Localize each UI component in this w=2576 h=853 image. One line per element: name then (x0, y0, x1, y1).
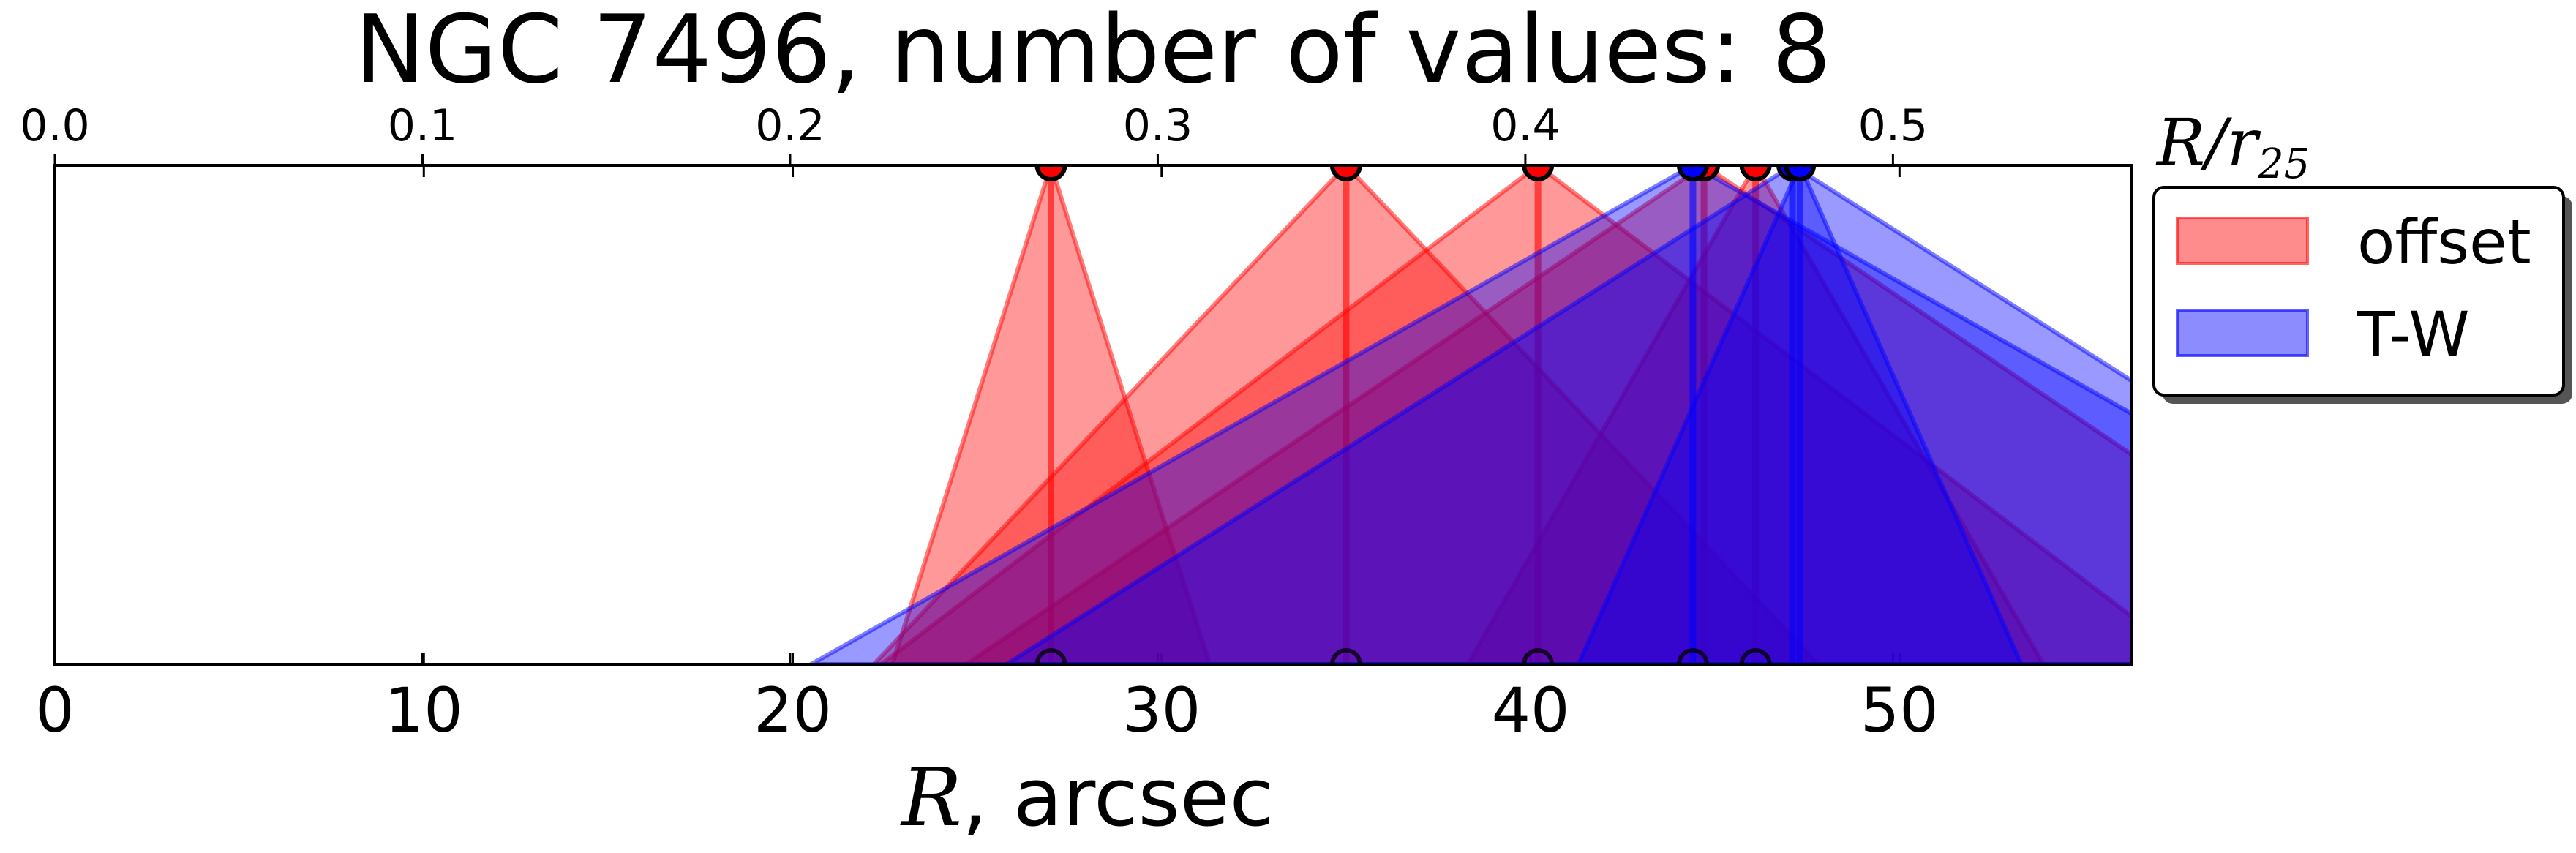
top-axis-label-symbol: R/r (2155, 105, 2261, 180)
x-tick-label: 20 (754, 674, 832, 746)
bottom-marker-offset (1739, 648, 1772, 664)
top-tick-label: 0.3 (1123, 100, 1193, 151)
x-tick-label: 40 (1492, 674, 1570, 746)
top-tick-label: 0.5 (1858, 100, 1928, 151)
x-tick-label: 30 (1122, 674, 1201, 746)
error-triangle-offset (962, 165, 2132, 664)
data-point-offset (1034, 165, 1067, 181)
chart-title: NGC 7496, number of values: 8 (355, 0, 1831, 105)
top-axis-label: R/r25 (2155, 105, 2310, 188)
legend-label-offset: offset (2357, 206, 2531, 278)
data-point-t-w (1676, 165, 1709, 181)
legend-swatch-offset (2176, 217, 2309, 265)
legend: offset T-W (2152, 186, 2572, 404)
top-tick-label: 0.2 (755, 100, 825, 151)
markers-layer (1034, 165, 1817, 664)
data-point-t-w (1784, 165, 1817, 181)
top-tick-label: 0.0 (20, 100, 89, 151)
legend-swatch-t-w (2176, 309, 2309, 357)
top-axis-label-subscript: 25 (2257, 140, 2310, 188)
x-axis-label: R, arcsec (900, 751, 1274, 844)
top-tick-label: 0.4 (1490, 100, 1560, 151)
legend-box (2152, 186, 2565, 397)
bottom-marker-offset (1522, 648, 1555, 664)
plot-frame (53, 164, 2133, 666)
error-triangle-offset (877, 165, 2132, 664)
x-tick-label: 10 (385, 674, 463, 746)
bottom-axis-ticks: 0 10 20 30 40 50 (35, 165, 1939, 746)
top-axis-ticks: 0.0 0.1 0.2 0.3 0.4 0.5 (20, 100, 1928, 664)
top-tick-label: 0.1 (388, 100, 457, 151)
data-point-offset (1329, 165, 1362, 181)
bottom-marker-t-w (1676, 648, 1709, 664)
legend-label-t-w: T-W (2357, 298, 2470, 370)
bottom-marker-offset (1034, 648, 1067, 664)
x-tick-label: 50 (1860, 674, 1939, 746)
x-axis-label-unit: , arcsec (962, 751, 1274, 844)
error-triangle-t-w (1002, 165, 2132, 664)
data-point-offset (1522, 165, 1555, 181)
bottom-marker-offset (1329, 648, 1362, 664)
x-axis-label-symbol: R (900, 751, 962, 844)
x-tick-label: 0 (35, 674, 74, 746)
series-layer (806, 165, 2132, 664)
data-point-offset (1739, 165, 1772, 181)
